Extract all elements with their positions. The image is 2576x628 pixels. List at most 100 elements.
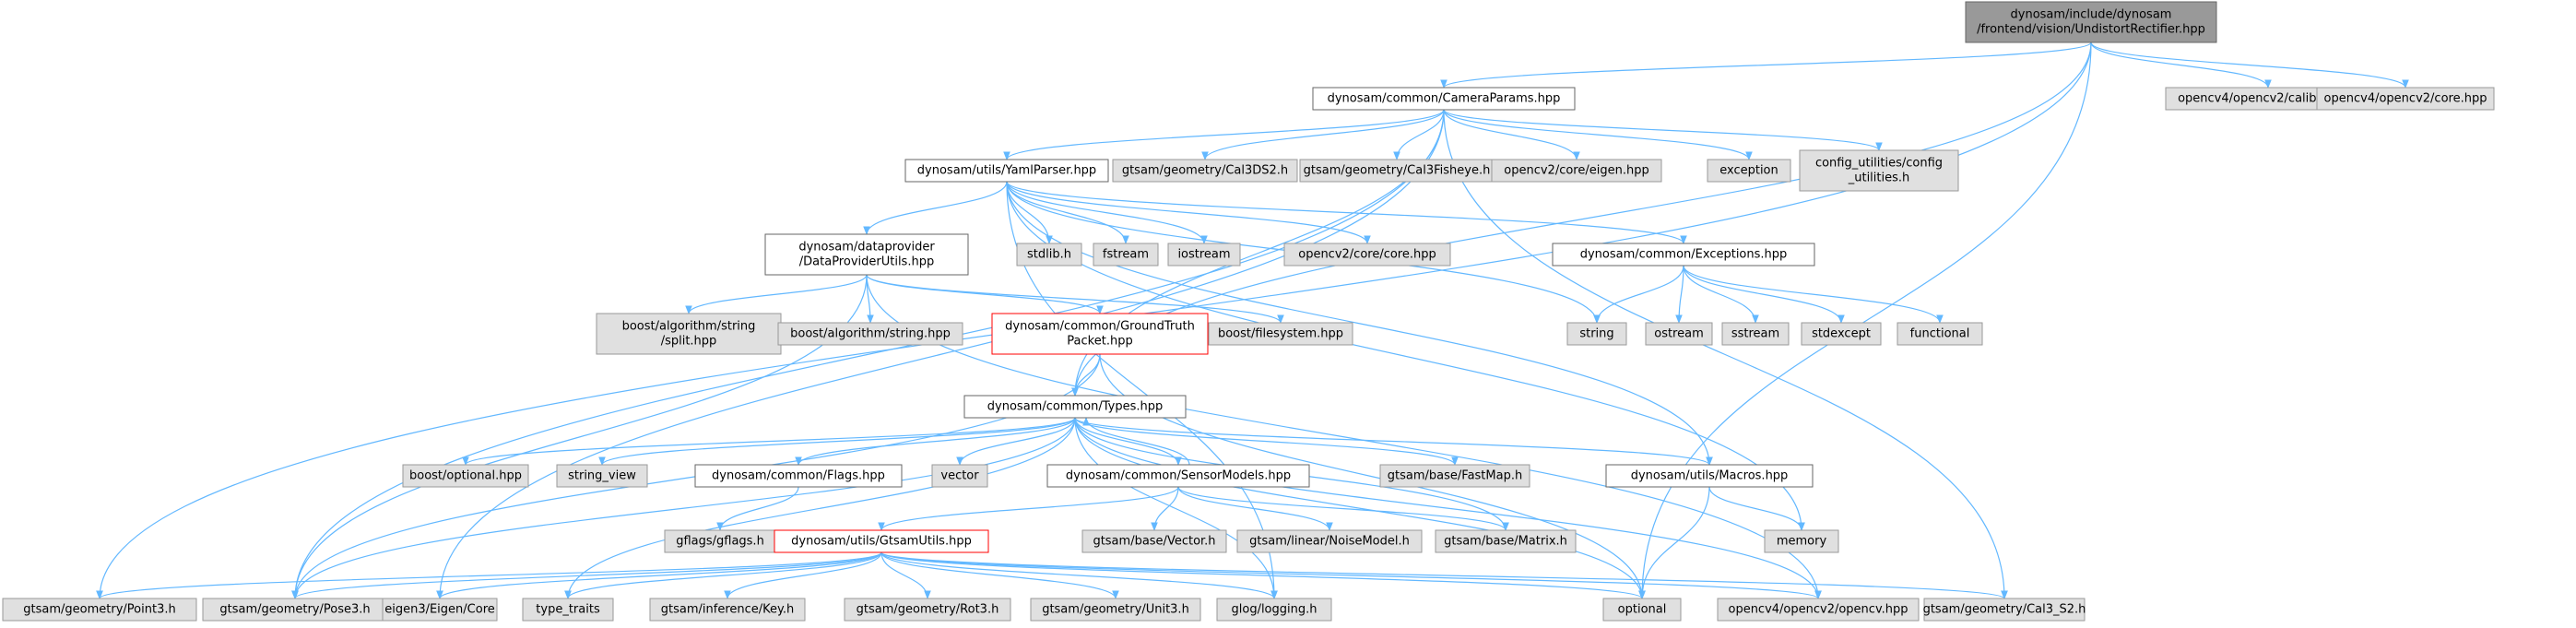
node-label: /split.hpp	[661, 335, 717, 349]
edge-cameraparams-to-cal3s2	[1443, 109, 2008, 599]
node-label: ostream	[1654, 327, 1704, 341]
edge-flags-to-gflags	[716, 486, 799, 531]
edge-types-to-vector	[956, 417, 1076, 466]
node-exceptions[interactable]: dynosam/common/Exceptions.hpp	[1552, 243, 1815, 267]
node-flags[interactable]: dynosam/common/Flags.hpp	[694, 464, 903, 488]
node-label: opencv4/opencv2/calib3d.hpp	[2178, 92, 2358, 106]
node-box	[764, 233, 969, 276]
node-label: memory	[1777, 535, 1827, 549]
node-sensormodels[interactable]: dynosam/common/SensorModels.hpp	[1046, 464, 1310, 488]
edge-yamlparser-to-macros	[1006, 181, 1713, 466]
node-basevector: gtsam/base/Vector.h	[1081, 529, 1227, 553]
node-box	[694, 464, 903, 488]
edge-yamlparser-to-fstream	[1006, 181, 1129, 244]
node-box	[649, 598, 806, 622]
node-typetraits: type_traits	[522, 598, 614, 622]
node-optional: optional	[1602, 598, 1682, 622]
node-box	[1216, 598, 1332, 622]
node-box	[1923, 598, 2086, 622]
node-box	[1801, 322, 1882, 346]
node-box	[2, 598, 197, 622]
node-gtsamutils[interactable]: dynosam/utils/GtsamUtils.hpp	[774, 529, 989, 553]
edge-yamlparser-to-cvcore	[1006, 181, 1371, 244]
edges-layer	[96, 41, 2409, 599]
node-box	[522, 598, 614, 622]
node-label: gtsam/geometry/Cal3_S2.h	[1923, 603, 2086, 617]
node-label: functional	[1910, 327, 1970, 341]
node-label: gtsam/base/Matrix.h	[1444, 535, 1567, 549]
node-undistort[interactable]: dynosam/include/dynosam/frontend/vision/…	[1965, 1, 2217, 43]
node-glog: glog/logging.h	[1216, 598, 1332, 622]
node-box	[1046, 464, 1310, 488]
edge-yamlparser-to-iostream	[1006, 181, 1208, 244]
node-box	[1965, 1, 2217, 43]
node-stdlib: stdlib.h	[1016, 243, 1082, 267]
edge-types-to-pose3	[291, 417, 1076, 599]
node-box	[1093, 243, 1159, 267]
node-label: Packet.hpp	[1067, 335, 1132, 349]
node-label: dynosam/dataprovider	[798, 241, 935, 255]
edge-gtsamutils-to-unit3	[880, 551, 1119, 599]
node-box	[1897, 322, 1983, 346]
node-stdexcept: stdexcept	[1801, 322, 1882, 346]
node-boostoptional: boost/optional.hpp	[402, 464, 529, 488]
node-yamlparser[interactable]: dynosam/utils/YamlParser.hpp	[904, 159, 1109, 183]
node-label: eigen3/Eigen/Core	[384, 603, 495, 617]
node-configutil: config_utilities/config_utilities.h	[1799, 149, 1959, 192]
node-label: opencv2/core/core.hpp	[1298, 248, 1436, 262]
node-box	[1717, 598, 1920, 622]
node-exception: exception	[1707, 159, 1791, 183]
node-label: opencv4/opencv2/core.hpp	[2324, 92, 2487, 106]
edge-cameraparams-to-configutil	[1443, 109, 1883, 151]
node-sstream: sstream	[1721, 322, 1790, 346]
node-box	[1167, 243, 1241, 267]
edge-sensormodels-to-basevector	[1151, 486, 1179, 531]
node-string: string	[1566, 322, 1627, 346]
node-label: string	[1579, 327, 1613, 341]
node-box	[402, 464, 529, 488]
node-box	[1030, 598, 1201, 622]
node-label: dynosam/common/Types.hpp	[987, 400, 1163, 414]
node-cameraparams[interactable]: dynosam/common/CameraParams.hpp	[1312, 87, 1576, 111]
edge-sensormodels-to-noisemodel	[1177, 486, 1333, 531]
node-label: boost/filesystem.hpp	[1218, 327, 1343, 341]
node-iostream: iostream	[1167, 243, 1241, 267]
node-box	[844, 598, 1011, 622]
node-dataprovider[interactable]: dynosam/dataprovider/DataProviderUtils.h…	[764, 233, 969, 276]
node-eigencore: eigen3/Eigen/Core	[382, 598, 498, 622]
node-box	[1016, 243, 1082, 267]
edge-gtsamutils-to-point3	[96, 551, 882, 599]
edge-macros-to-memory	[1708, 486, 1805, 531]
node-box	[1312, 87, 1576, 111]
node-label: boost/optional.hpp	[409, 469, 522, 483]
edge-gtsamutils-to-eigencore	[436, 551, 882, 599]
edge-undistort-to-cameraparams	[1440, 41, 2092, 89]
edge-dataprovider-to-boostfs	[866, 274, 1284, 324]
edge-yamlparser-to-dataprovider	[863, 181, 1008, 235]
node-fstream: fstream	[1093, 243, 1159, 267]
node-box	[1799, 149, 1959, 192]
edge-gtsamutils-to-key	[724, 551, 882, 599]
edge-types-to-boostoptional	[462, 417, 1076, 466]
edge-gtsamutils-to-opencvhpp	[880, 551, 1822, 599]
node-stringview: string_view	[556, 464, 648, 488]
node-box	[556, 464, 648, 488]
node-label: gtsam/geometry/Rot3.h	[857, 603, 999, 617]
edge-cameraparams-to-cal3ds2	[1201, 109, 1445, 160]
edge-undistort-to-calib3d	[2090, 41, 2272, 89]
edge-cameraparams-to-cal3fisheye	[1393, 109, 1445, 160]
edge-sensormodels-to-gtsamutils	[878, 486, 1179, 531]
node-cvcore: opencv2/core/core.hpp	[1283, 243, 1451, 267]
node-cal3ds2: gtsam/geometry/Cal3DS2.h	[1112, 159, 1298, 183]
node-types[interactable]: dynosam/common/Types.hpp	[963, 395, 1187, 419]
node-vector: vector	[931, 464, 988, 488]
node-label: opencv2/core/eigen.hpp	[1504, 164, 1648, 178]
node-point3: gtsam/geometry/Point3.h	[2, 598, 197, 622]
node-macros[interactable]: dynosam/utils/Macros.hpp	[1605, 464, 1814, 488]
node-box	[664, 529, 776, 553]
node-label: iostream	[1177, 248, 1230, 262]
node-cal3fisheye: gtsam/geometry/Cal3Fisheye.h	[1299, 159, 1495, 183]
node-box	[1081, 529, 1227, 553]
